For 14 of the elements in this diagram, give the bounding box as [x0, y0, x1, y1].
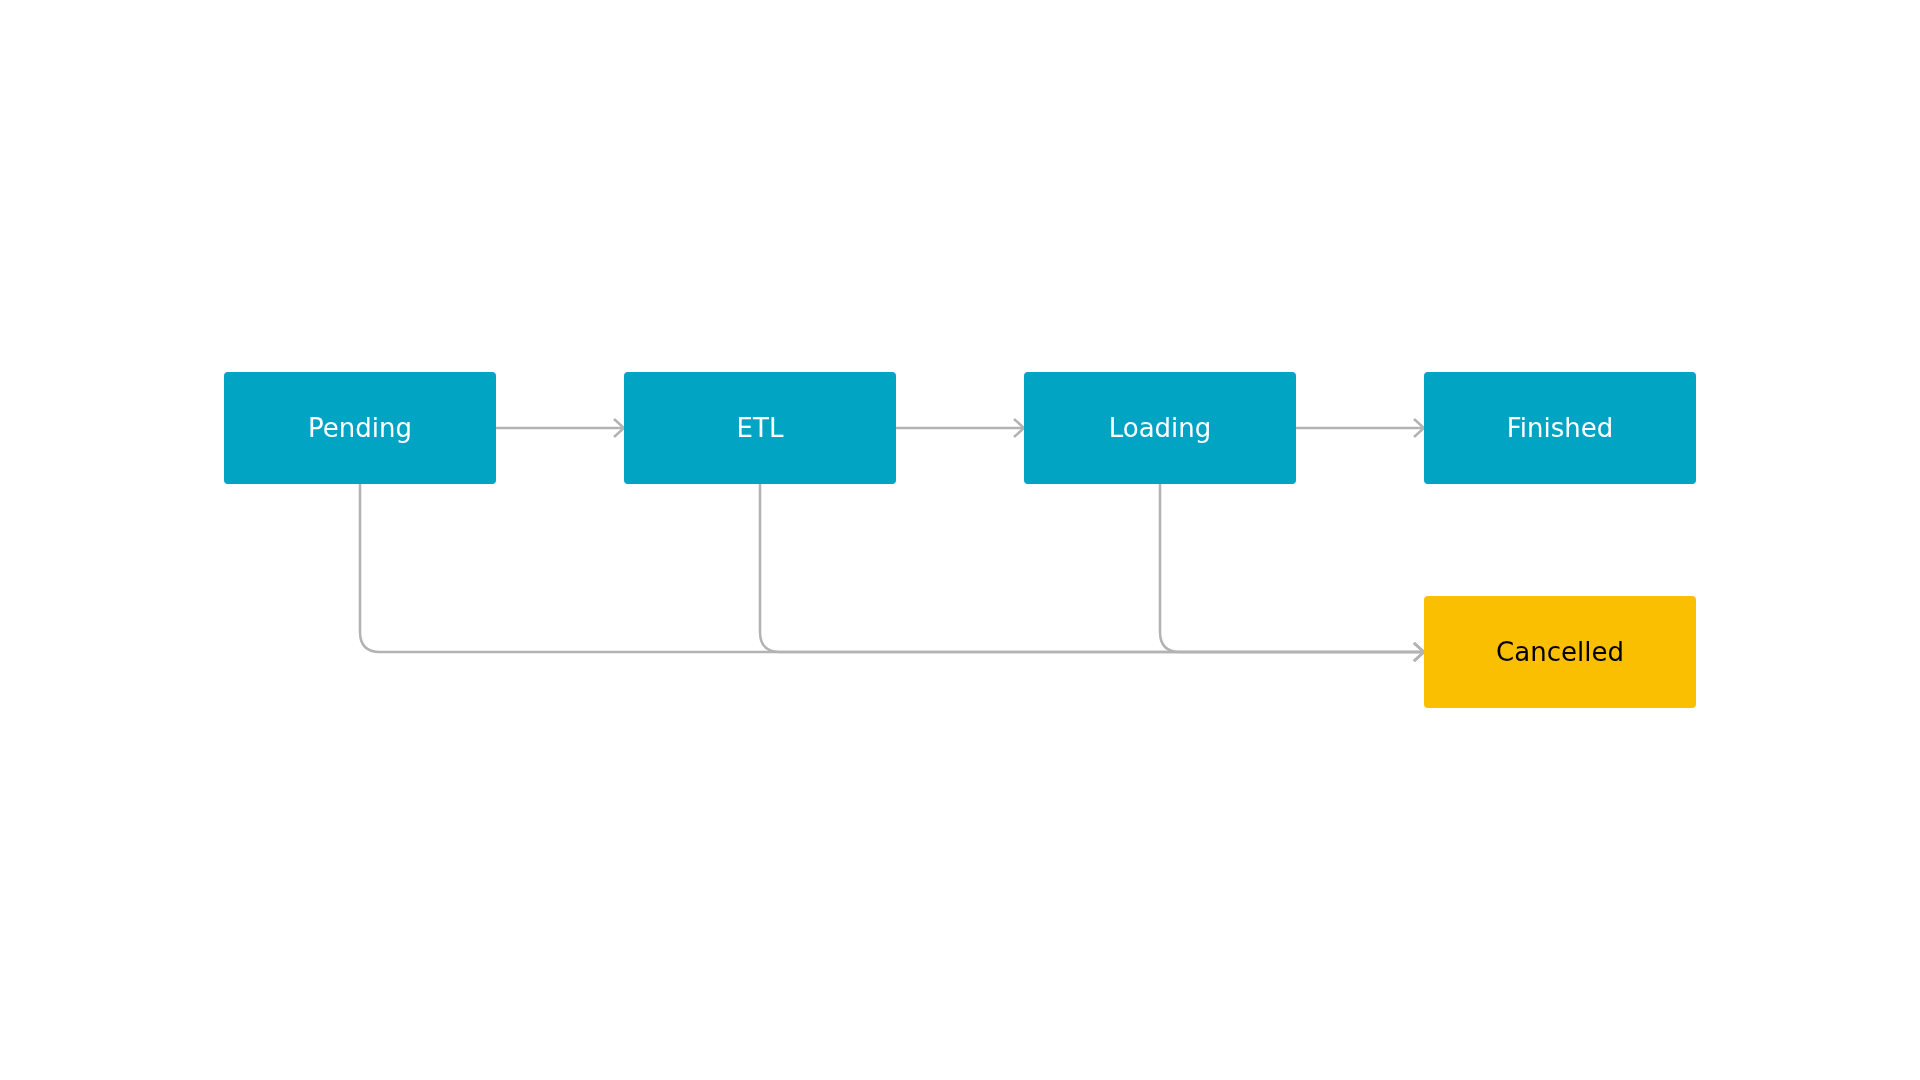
state-box [1424, 596, 1696, 708]
arrow [896, 417, 1026, 439]
state-box [624, 372, 896, 484]
arrow [1296, 417, 1426, 439]
state-label: Cancelled [1496, 637, 1624, 667]
state-label: ETL [736, 413, 784, 443]
state-label: Pending [308, 413, 412, 443]
arrow [1158, 484, 1426, 663]
state-label: Loading [1108, 413, 1212, 443]
state-box [224, 372, 496, 484]
state-label: Finished [1506, 413, 1614, 443]
state-box [1424, 372, 1696, 484]
arrow [496, 417, 626, 439]
state-box [1024, 372, 1296, 484]
